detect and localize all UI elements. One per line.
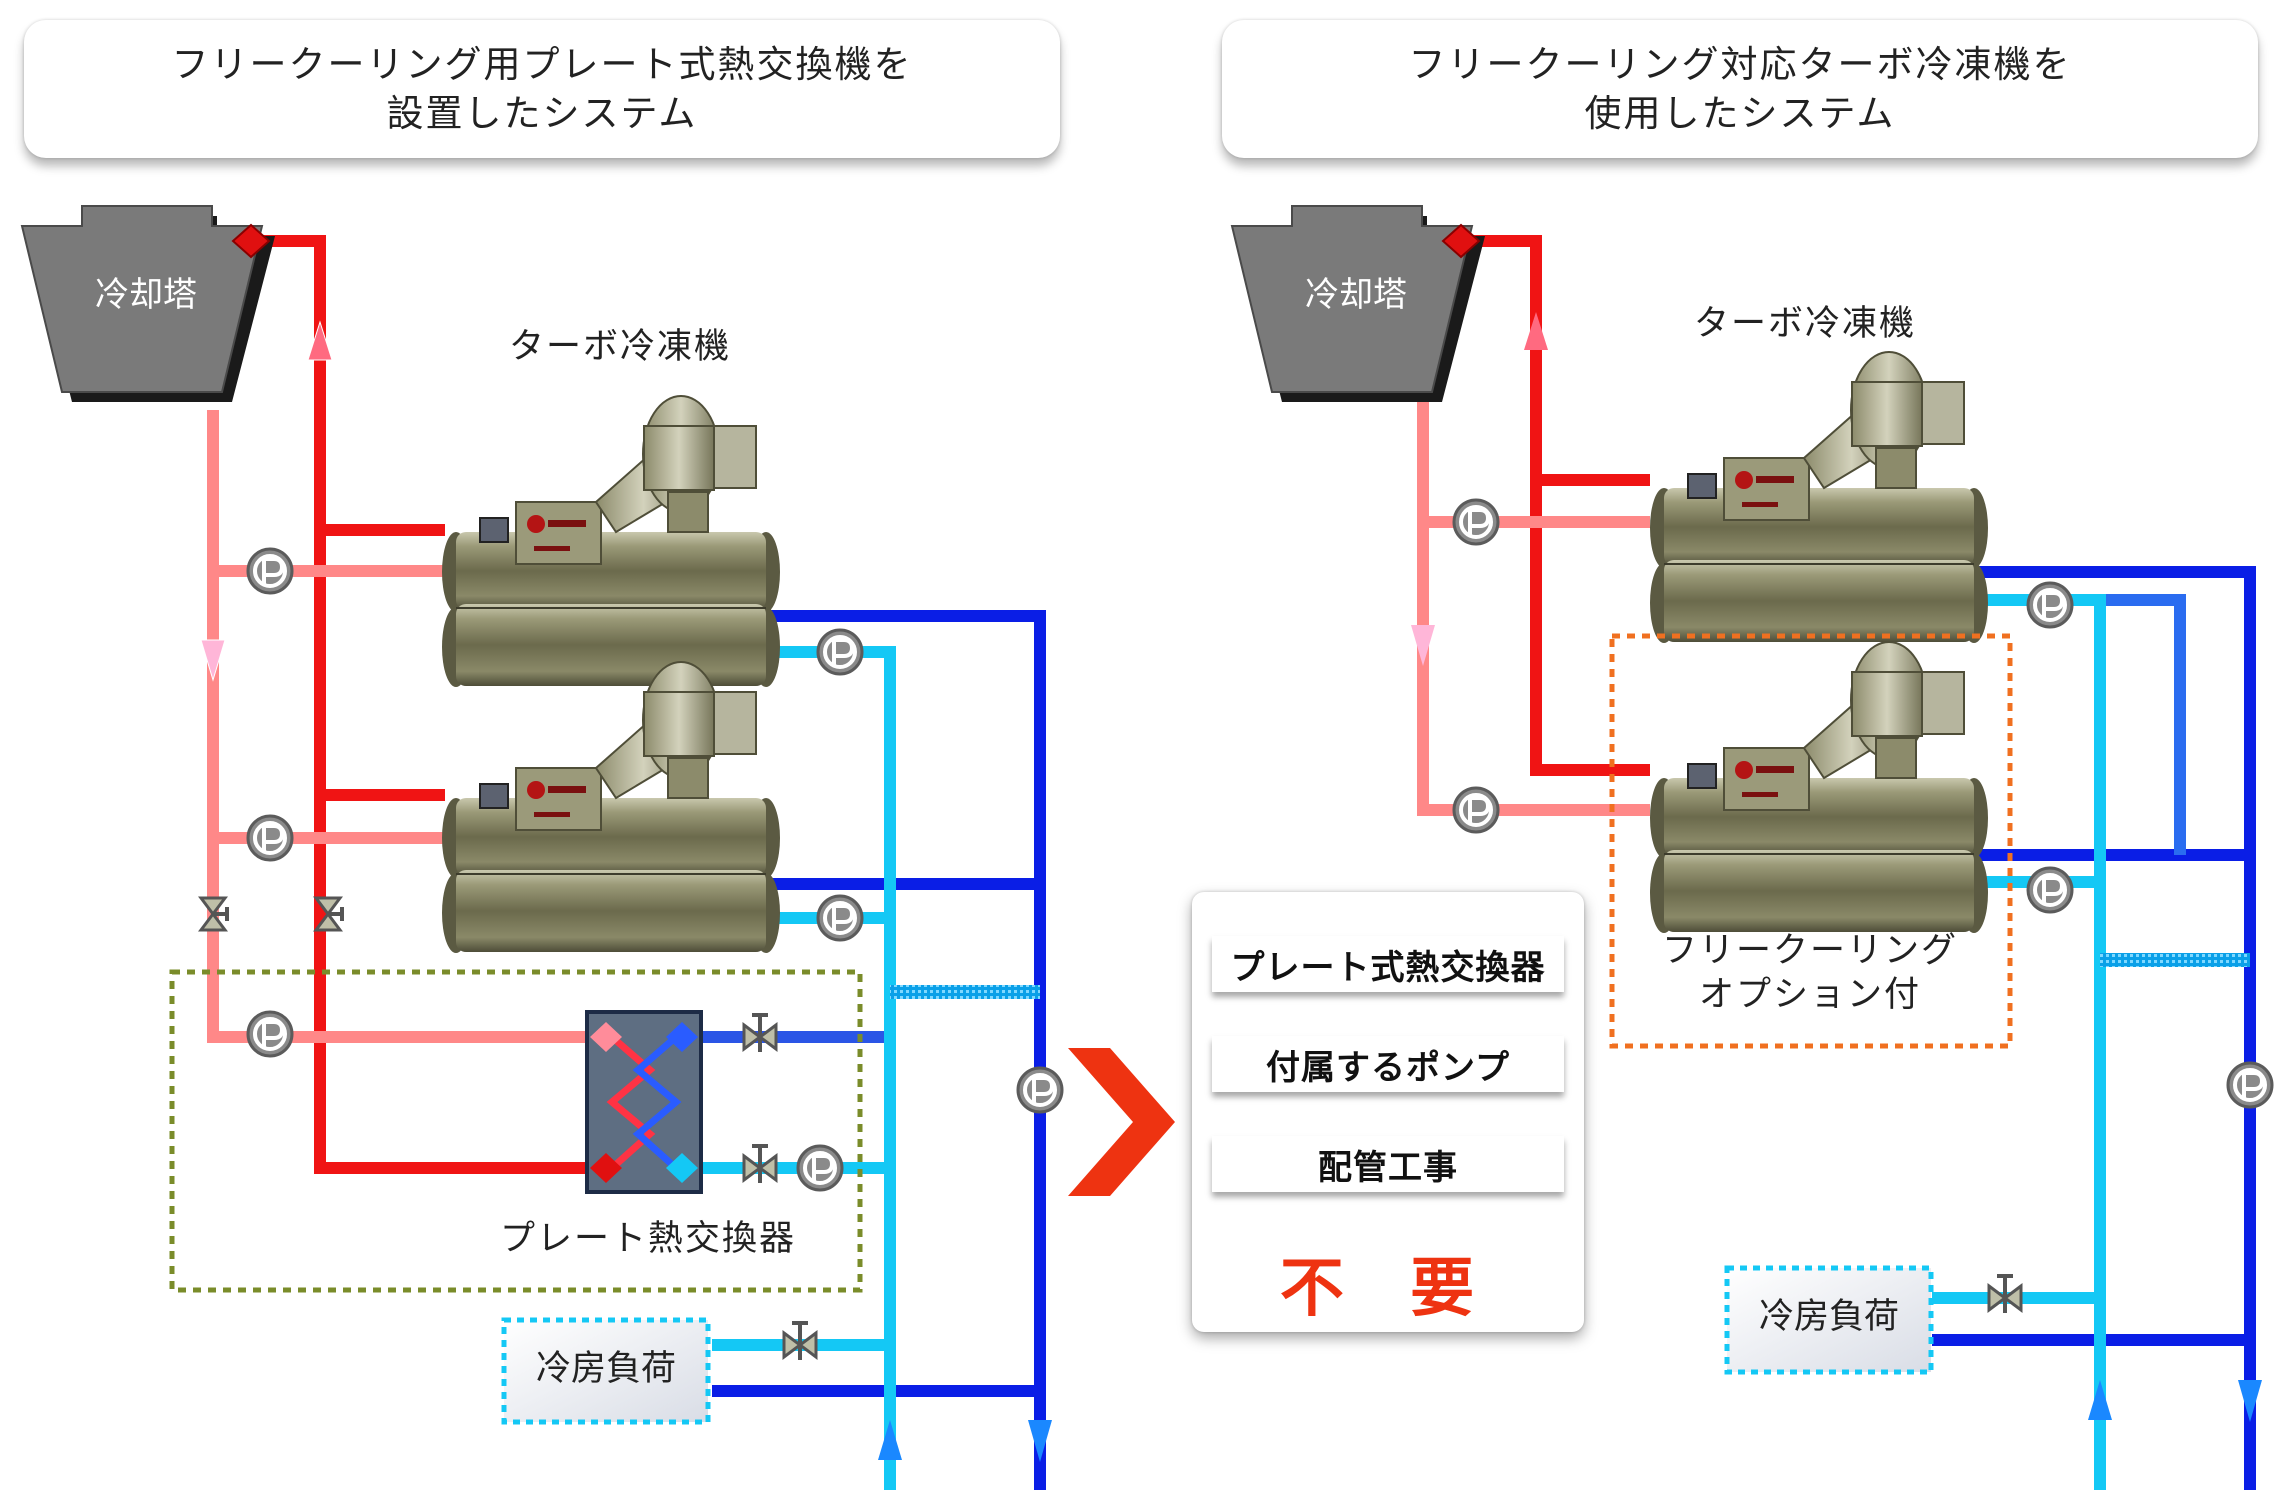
- right-system: 冷却塔 ターボ冷凍機 フリークーリング オプション付 冷房負荷: [1231, 205, 2274, 1490]
- tower-label: 冷却塔: [95, 275, 197, 315]
- turbo-chiller-1: [441, 395, 781, 688]
- comparison-panel: プレート式熱交換器 付属するポンプ 配管工事 不 要: [1192, 892, 1584, 1332]
- freecooling-option-group: [1609, 633, 2013, 1049]
- verdict-text: 不 要: [1279, 1252, 1497, 1326]
- cooling-load-box: [501, 1317, 711, 1425]
- option-label-2: オプション付: [1699, 975, 1921, 1015]
- chilled-return-pipe: [1978, 594, 2106, 1490]
- bypass-pipe: [2100, 953, 2250, 967]
- valve-icon: [782, 1321, 818, 1362]
- turbo-chiller-1: [1649, 351, 1989, 644]
- pump-icon: [816, 894, 864, 942]
- chilled-return-pipe: [768, 646, 896, 1490]
- pump-icon: [1452, 498, 1500, 546]
- cooling-load-label: 冷房負荷: [536, 1349, 676, 1389]
- cooling-return-pipe: [1417, 400, 1650, 816]
- cooling-load-label: 冷房負荷: [1759, 1297, 1899, 1337]
- note-pump: 付属するポンプ: [1212, 1036, 1564, 1092]
- plate-hx-group: [169, 969, 863, 1293]
- valve-icon: [742, 1013, 778, 1054]
- cooling-load-box: [1724, 1265, 1934, 1375]
- left-system: 冷却塔 ターボ冷凍機 プレート熱交換器: [21, 205, 1064, 1490]
- right-title: フリークーリング対応ターボ冷凍機を 使用したシステム: [1222, 20, 2258, 158]
- valve-icon: [199, 896, 229, 932]
- pump-icon: [816, 628, 864, 676]
- left-title-line2: 設置したシステム: [386, 92, 698, 135]
- chilled-supply-pipe: [1978, 566, 2256, 1490]
- chiller-label: ターボ冷凍機: [1694, 304, 1916, 344]
- valve-icon: [1987, 1274, 2023, 1315]
- chilled-supply-pipe: [768, 610, 1046, 1490]
- pump-icon: [246, 1010, 294, 1058]
- turbo-chiller-2: [441, 661, 781, 954]
- note-plate-hx: プレート式熱交換器: [1212, 936, 1564, 992]
- note-piping: 配管工事: [1212, 1136, 1564, 1192]
- pump-icon: [246, 547, 294, 595]
- left-title: フリークーリング用プレート式熱交換機を 設置したシステム: [24, 20, 1060, 158]
- tower-label: 冷却塔: [1305, 275, 1407, 315]
- bypass-pipe: [890, 985, 1040, 999]
- pump-icon: [1452, 786, 1500, 834]
- left-title-line1: フリークーリング用プレート式熱交換機を: [171, 43, 913, 86]
- right-title-line1: フリークーリング対応ターボ冷凍機を: [1408, 43, 2072, 86]
- chevron-right-icon: [1068, 1048, 1175, 1196]
- pump-icon: [2226, 1061, 2274, 1109]
- valve-icon: [742, 1144, 778, 1185]
- cooling-supply-pipe: [1465, 235, 1650, 776]
- pump-icon: [1016, 1066, 1064, 1114]
- cooling-return-pipe: [207, 410, 600, 1043]
- pump-icon: [246, 814, 294, 862]
- pump-icon: [2026, 581, 2074, 629]
- cooling-supply-pipe: [255, 235, 600, 1174]
- turbo-chiller-freecooling: [1649, 641, 1989, 934]
- plate-hx-label: プレート熱交換器: [500, 1219, 796, 1259]
- chiller-label: ターボ冷凍機: [509, 327, 731, 367]
- right-title-line2: 使用したシステム: [1584, 92, 1896, 135]
- pump-icon: [796, 1144, 844, 1192]
- option-label-1: フリークーリング: [1662, 931, 1958, 971]
- pump-icon: [2026, 866, 2074, 914]
